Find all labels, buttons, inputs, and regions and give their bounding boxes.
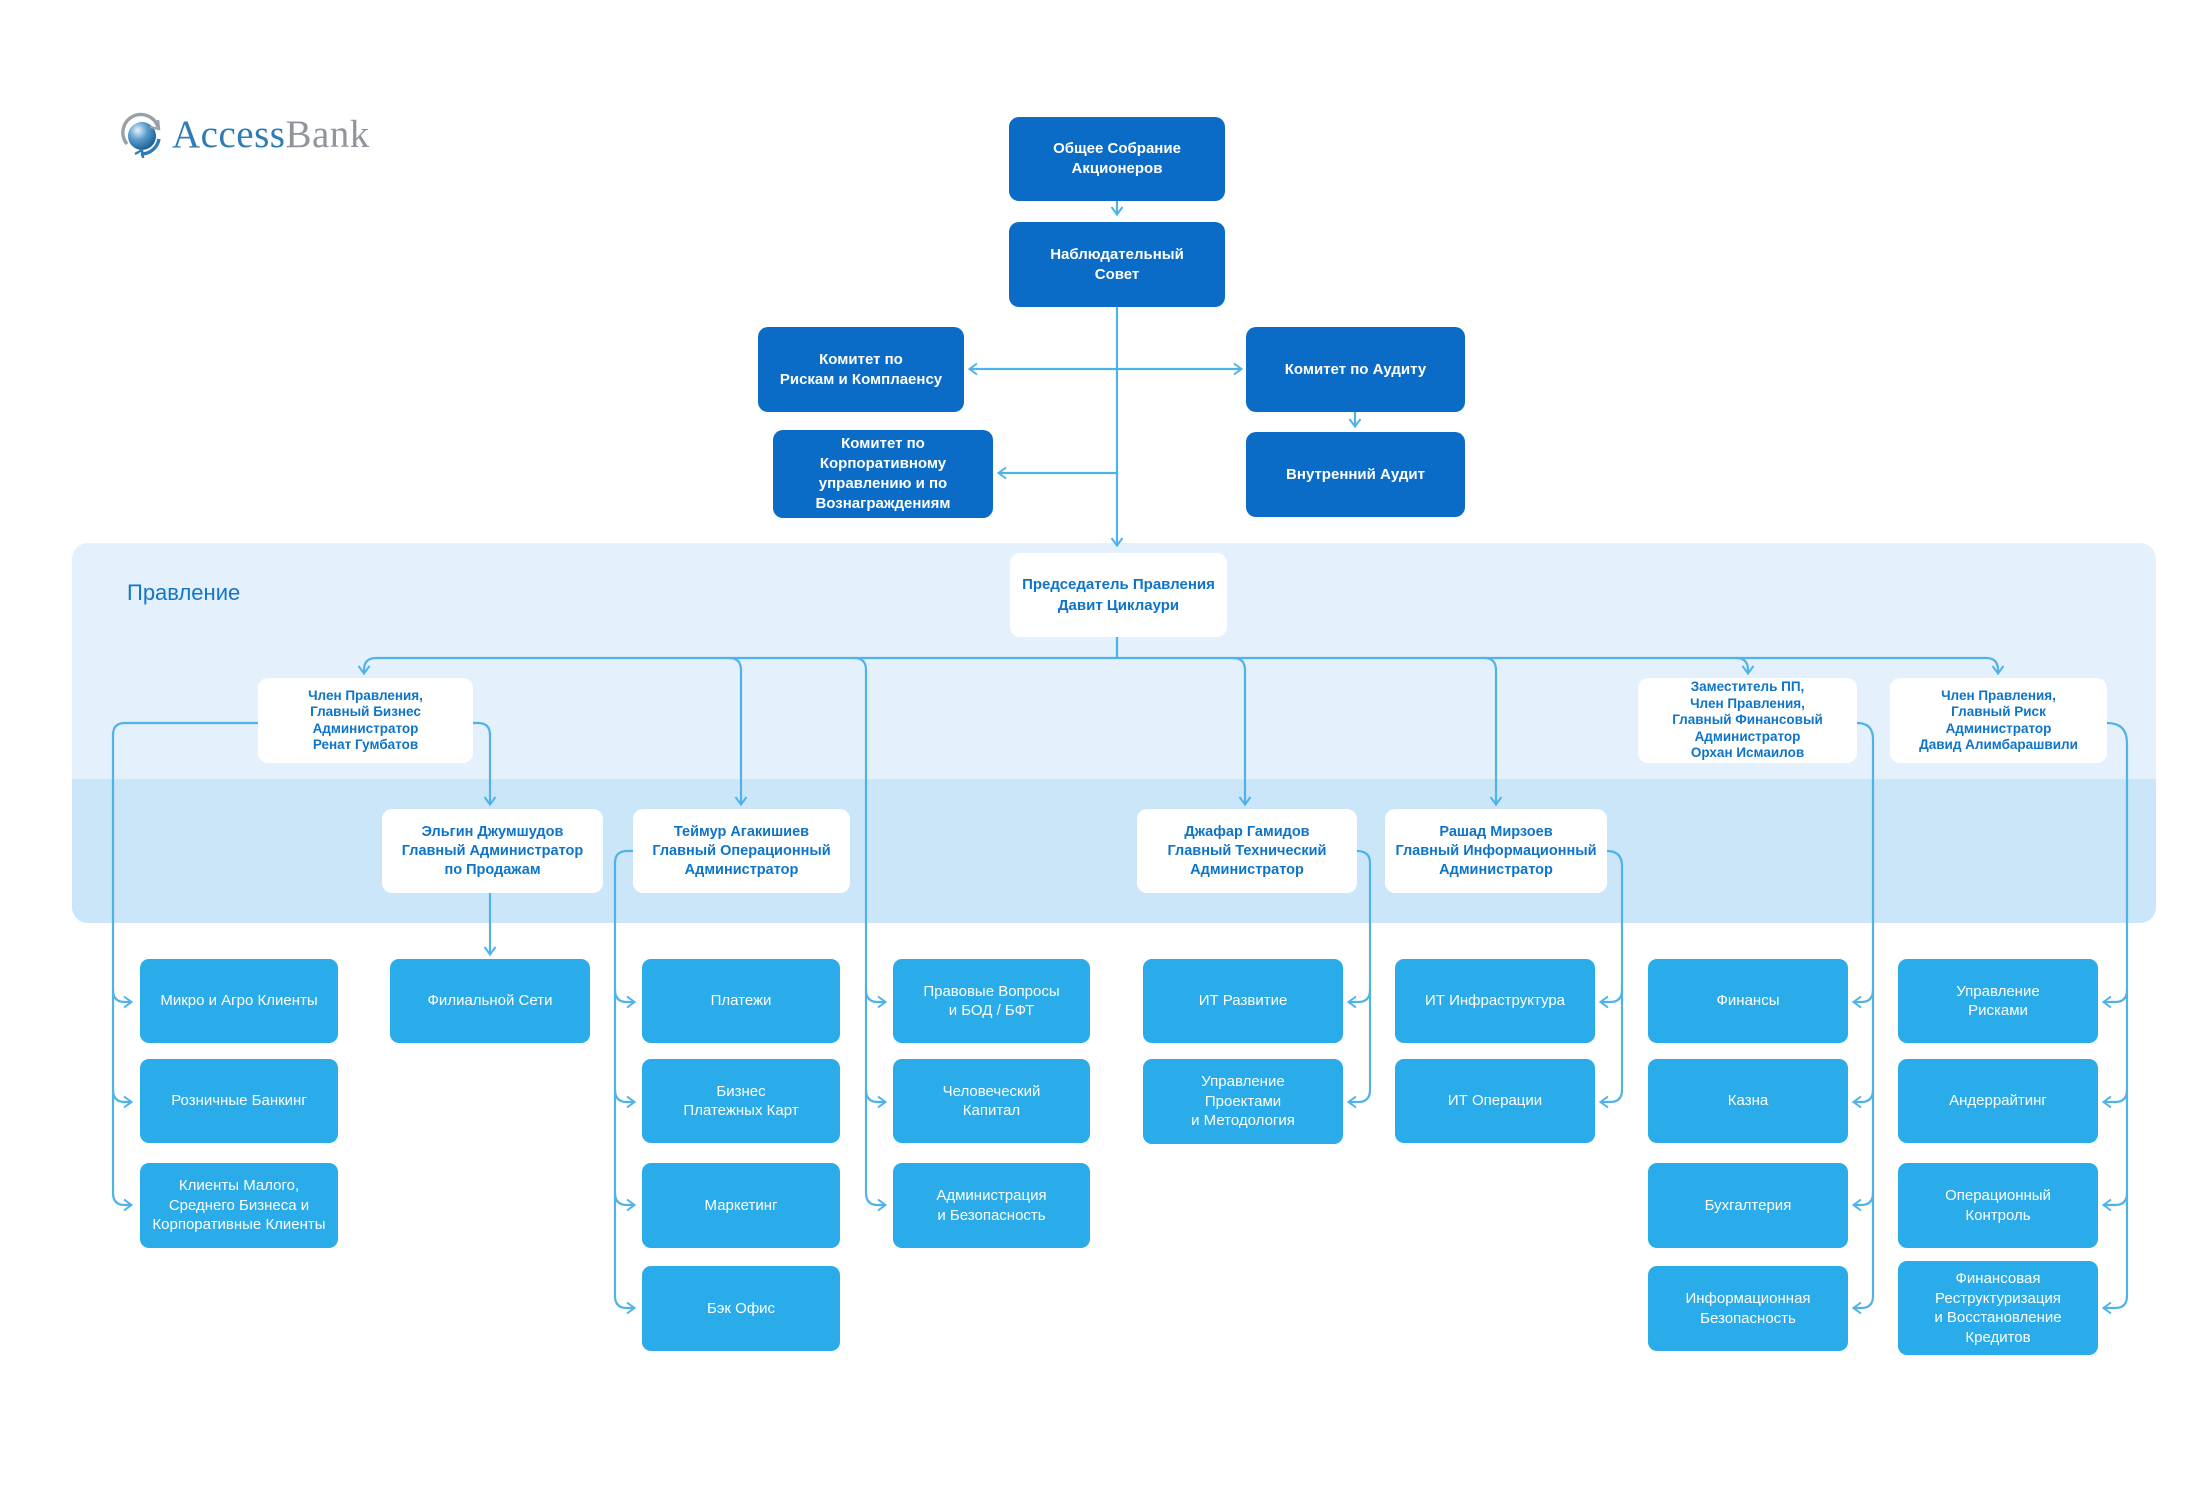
box-dept-human-capital: Человеческий Капитал xyxy=(893,1059,1090,1143)
connector-distributor-right xyxy=(1984,656,2005,676)
box-dept-risk-management: Управление Рисками xyxy=(1898,959,2098,1043)
connector-branch-underwriting xyxy=(2101,1088,2129,1109)
connector-branch-retail xyxy=(111,1088,134,1109)
box-dept-underwriting: Андеррайтинг xyxy=(1898,1059,2098,1143)
box-dept-it-development: ИТ Развитие xyxy=(1143,959,1343,1043)
connector-to-jafar xyxy=(1231,656,1252,807)
box-member-rashad-mirzoev: Рашад Мирзоев Главный Информационный Адм… xyxy=(1385,809,1607,893)
box-member-renat-gumbatov: Член Правления, Главный Бизнес Администр… xyxy=(258,678,473,763)
box-member-jafar-gamidov: Джафар Гамидов Главный Технический Админ… xyxy=(1137,809,1357,893)
connector-branch-treasury xyxy=(1851,1088,1875,1109)
box-dept-business-payment-cards: Бизнес Платежных Карт xyxy=(642,1059,840,1143)
connector-branch-finance xyxy=(1851,988,1875,1009)
connector-david-depts-trunk xyxy=(2101,721,2129,1315)
box-dept-treasury: Казна xyxy=(1648,1059,1848,1143)
box-supervisory-board: Наблюдательный Совет xyxy=(1009,222,1225,307)
box-dept-sme-corporate: Клиенты Малого, Среднего Бизнеса и Корпо… xyxy=(140,1163,338,1248)
box-member-teymur-agakishiev: Теймур Агакишиев Главный Операционный Ад… xyxy=(633,809,850,893)
connector-branch-cards xyxy=(613,1088,637,1109)
box-dept-retail-banking: Розничные Банкинг xyxy=(140,1059,338,1143)
connector-branch-riskmgmt xyxy=(2101,988,2129,1009)
connector-chairman-depts-trunk xyxy=(852,656,888,1212)
connector-branch-accounting xyxy=(1851,1191,1875,1212)
box-dept-financial-restructuring: Финансовая Реструктуризация и Восстановл… xyxy=(1898,1261,2098,1355)
box-chairman: Председатель Правления Давит Циклаури xyxy=(1010,553,1227,637)
connector-jafar-depts-trunk xyxy=(1346,849,1372,1109)
logo-access: Access xyxy=(172,112,286,156)
connector-distributor-left xyxy=(357,656,1988,676)
box-member-orkhan-ismailov: Заместитель ПП, Член Правления, Главный … xyxy=(1638,678,1857,763)
box-dept-admin-security: Администрация и Безопасность xyxy=(893,1163,1090,1248)
box-member-elgin-jumshudov: Эльгин Джумшудов Главный Администратор п… xyxy=(382,809,603,893)
box-dept-project-management: Управление Проектами и Методология xyxy=(1143,1059,1343,1144)
connector-branch-legal xyxy=(864,988,888,1009)
box-audit-committee: Комитет по Аудиту xyxy=(1246,327,1465,412)
box-dept-accounting: Бухгалтерия xyxy=(1648,1163,1848,1248)
logo-bank: Bank xyxy=(285,112,370,156)
box-dept-information-security: Информационная Безопасность xyxy=(1648,1266,1848,1351)
connector-to-teymur xyxy=(727,656,748,807)
box-internal-audit: Внутренний Аудит xyxy=(1246,432,1465,517)
box-dept-micro-agro: Микро и Агро Клиенты xyxy=(140,959,338,1043)
box-member-david-alimbarashvili: Член Правления, Главный Риск Администрат… xyxy=(1890,678,2107,763)
box-risk-compliance-committee: Комитет по Рискам и Комплаенсу xyxy=(758,327,964,412)
globe-icon xyxy=(121,112,161,159)
box-general-shareholders-meeting: Общее Собрание Акционеров xyxy=(1009,117,1225,201)
connector-to-orkhan xyxy=(1734,656,1755,676)
box-dept-it-operations: ИТ Операции xyxy=(1395,1059,1595,1143)
connector-branch-marketing xyxy=(613,1191,637,1212)
board-section-label: Правление xyxy=(127,580,241,605)
connector-branch-hr xyxy=(864,1088,888,1109)
connector-branch-payments xyxy=(613,988,637,1009)
connector-rashad-depts-trunk xyxy=(1598,849,1624,1109)
connector-branch-itdev xyxy=(1346,988,1372,1009)
box-dept-operational-control: Операционный Контроль xyxy=(1898,1163,2098,1248)
connector-teymur-depts-trunk xyxy=(613,849,637,1315)
accessbank-logo: AccessBank xyxy=(118,108,370,160)
connector-renat-depts-trunk xyxy=(111,731,134,1212)
connector-branch-opcontrol xyxy=(2101,1191,2129,1212)
box-dept-back-office: Бэк Офис xyxy=(642,1266,840,1351)
connector-branch-micro xyxy=(111,988,134,1009)
box-dept-it-infrastructure: ИТ Инфраструктура xyxy=(1395,959,1595,1043)
box-dept-legal-aml: Правовые Вопросы и БОД / БФТ xyxy=(893,959,1090,1043)
logo-text: AccessBank xyxy=(172,112,370,157)
box-dept-marketing: Маркетинг xyxy=(642,1163,840,1248)
box-dept-payments: Платежи xyxy=(642,959,840,1043)
connector-to-rashad xyxy=(1482,656,1503,807)
box-dept-finance: Финансы xyxy=(1648,959,1848,1043)
connector-branch-itinfra xyxy=(1598,988,1624,1009)
box-corporate-governance-committee: Комитет по Корпоративному управлению и п… xyxy=(773,430,993,518)
connector-orkhan-depts-trunk xyxy=(1851,721,1875,1315)
box-dept-branch-network: Филиальной Сети xyxy=(390,959,590,1043)
